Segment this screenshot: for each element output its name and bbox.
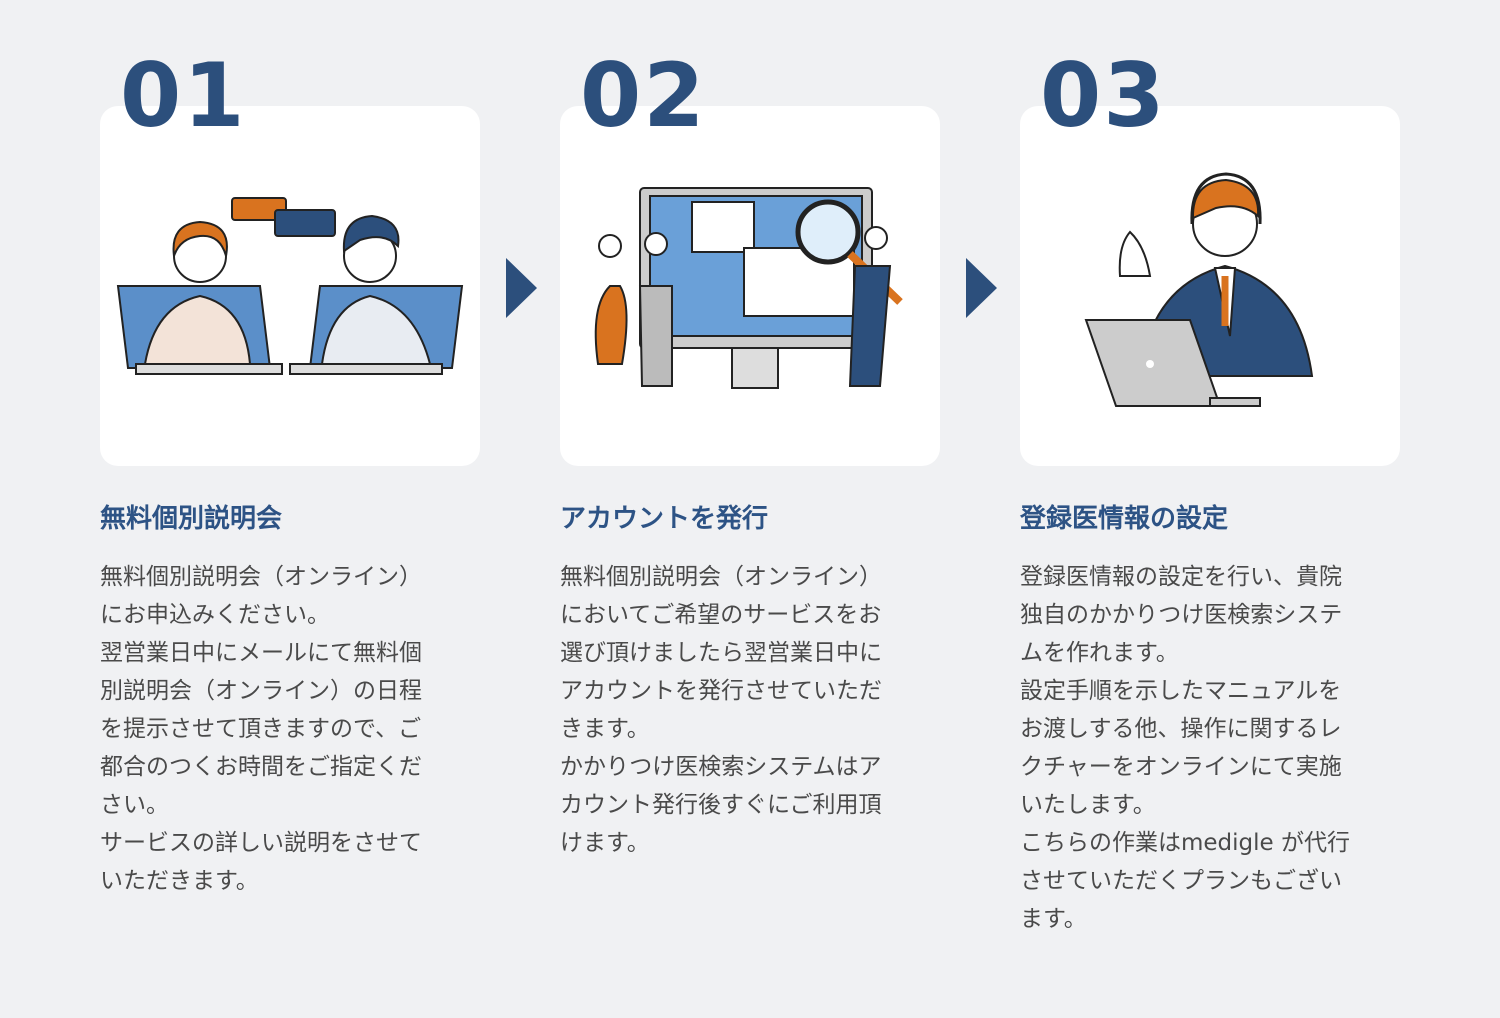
description-line: にお申込みください。 bbox=[100, 602, 330, 628]
description-line: さい。 bbox=[100, 792, 169, 818]
step-card bbox=[100, 106, 480, 466]
description-line: 登録医情報の設定を行い、貴院 bbox=[1020, 564, 1342, 590]
description-line: を提示させて頂きますので、ご bbox=[100, 716, 422, 742]
description-line: アカウントを発行させていただ bbox=[560, 678, 882, 704]
description-line: クチャーをオンラインにて実施 bbox=[1020, 754, 1342, 780]
step-number: 01 bbox=[120, 44, 247, 147]
description-line: きます。 bbox=[560, 716, 650, 742]
description-line: けます。 bbox=[560, 830, 650, 856]
support-operator-illustration bbox=[1084, 172, 1314, 407]
step-number: 02 bbox=[580, 44, 707, 147]
step-title: 無料個別説明会 bbox=[100, 504, 283, 534]
description-line: こちらの作業はmedigle が代行 bbox=[1020, 830, 1350, 856]
step-description: 無料個別説明会（オンライン） にお申込みください。 翌営業日中にメールにて無料個… bbox=[100, 558, 490, 900]
description-line: 無料個別説明会（オンライン） bbox=[560, 564, 882, 590]
description-line: カウント発行後すぐにご利用頂 bbox=[560, 792, 882, 818]
description-line: させていただくプランもござい bbox=[1020, 868, 1342, 894]
next-arrow-icon bbox=[506, 258, 537, 318]
description-line: いただきます。 bbox=[100, 868, 259, 894]
description-line: においてご希望のサービスをお bbox=[560, 602, 882, 628]
step-description: 登録医情報の設定を行い、貴院 独自のかかりつけ医検索システ ムを作れます。 設定… bbox=[1020, 558, 1410, 938]
description-line: 設定手順を示したマニュアルを bbox=[1020, 678, 1342, 704]
dashboard-team-illustration bbox=[594, 187, 903, 389]
description-line: 無料個別説明会（オンライン） bbox=[100, 564, 422, 590]
description-line: ムを作れます。 bbox=[1020, 640, 1179, 666]
description-line: お渡しする他、操作に関するレ bbox=[1020, 716, 1342, 742]
description-line: 選び頂けましたら翌営業日中に bbox=[560, 640, 882, 666]
description-line: ます。 bbox=[1020, 906, 1087, 932]
description-line: 独自のかかりつけ医検索システ bbox=[1020, 602, 1343, 628]
description-line: かかりつけ医検索システムはア bbox=[560, 754, 882, 780]
step-title: 登録医情報の設定 bbox=[1020, 504, 1229, 534]
video-call-illustration bbox=[116, 197, 464, 375]
description-line: 翌営業日中にメールにて無料個 bbox=[100, 640, 422, 666]
step-number: 03 bbox=[1040, 44, 1167, 147]
step-card bbox=[1020, 106, 1400, 466]
step-title: アカウントを発行 bbox=[560, 504, 769, 534]
description-line: サービスの詳しい説明をさせて bbox=[100, 830, 422, 856]
next-arrow-icon bbox=[966, 258, 997, 318]
description-line: いたします。 bbox=[1020, 792, 1156, 818]
description-line: 都合のつくお時間をご指定くだ bbox=[100, 754, 422, 780]
step-description: 無料個別説明会（オンライン） においてご希望のサービスをお 選び頂けましたら翌営… bbox=[560, 558, 950, 862]
description-line: 別説明会（オンライン）の日程 bbox=[100, 678, 422, 704]
step-card bbox=[560, 106, 940, 466]
